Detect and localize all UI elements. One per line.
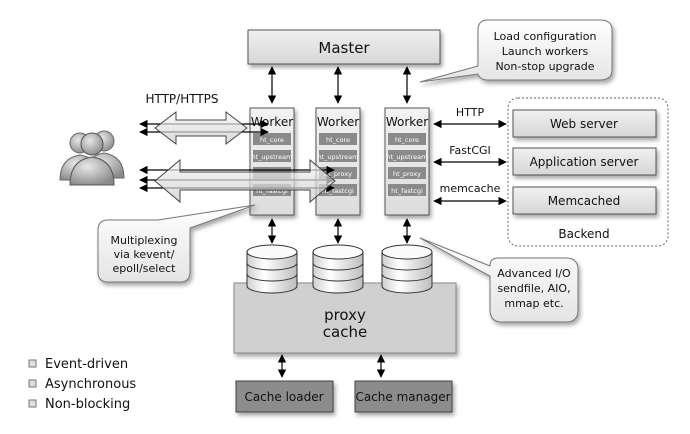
worker-2-module-proxy-label: ht_proxy [324,170,352,178]
worker-3-module-upstream [388,150,426,162]
worker-3: Worker ht_core ht_upstream ht_proxy ht_f… [384,107,430,216]
application-server-label: Application server [530,155,639,169]
advanced-io-callout-line-2: sendfile, AIO, [497,282,570,295]
cache-manager-label: Cache manager [355,390,450,404]
multiplexing-callout: Multiplexing via kevent/ epoll/select [97,204,256,283]
legend-item-event-driven: Event-driven [45,357,128,372]
advanced-io-callout-line-3: mmap etc. [504,297,563,310]
advanced-io-callout-line-1: Advanced I/O [497,267,571,280]
worker-1-module-upstream [253,150,291,162]
worker-2-module-fastcgi-label: ht_fastcgi [322,187,354,195]
fastcgi-protocol-label: FastCGI [449,144,491,157]
legend-item-non-blocking: Non-blocking [45,397,130,412]
multiplexing-callout-line-1: Multiplexing [110,234,177,247]
worker-1-title: Worker [251,115,293,129]
legend-item-asynchronous: Asynchronous [45,377,136,392]
disk-1 [246,244,298,294]
disk-2 [312,244,364,294]
legend-bullet-3 [28,399,37,408]
worker-3-module-core-label: ht_core [395,136,419,144]
multiplexing-callout-line-3: epoll/select [113,262,177,275]
worker-3-module-upstream-label: ht_upstream [387,153,428,161]
legend: Event-driven Asynchronous Non-blocking [28,357,136,412]
worker-3-module-core [388,133,426,145]
worker-2-module-upstream-label: ht_upstream [318,153,359,161]
client-multiplex-arrows [154,110,336,204]
proxy-cache: proxy cache [233,282,457,354]
worker-1-module-upstream-label: ht_upstream [252,153,293,161]
worker-2-title: Worker [317,115,359,129]
worker-2-module-upstream [319,150,357,162]
worker-2: Worker ht_core ht_upstream ht_proxy ht_f… [315,107,361,216]
web-server-label: Web server [550,117,618,131]
disk-3 [381,244,433,294]
cache-manager-box: Cache manager [354,380,453,413]
master-callout-line-1: Load configuration [494,30,597,43]
backend-protocol-arrows [433,119,507,206]
proxy-cache-label-2: cache [323,323,367,341]
worker-3-module-proxy-label: ht_proxy [393,170,421,178]
memcached-box [512,186,657,215]
worker-3-module-fastcgi-label: ht_fastcgi [391,187,423,195]
worker-2-module-core-label: ht_core [326,136,350,144]
worker-3-module-proxy [388,167,426,179]
application-server-box [512,147,657,176]
proxy-cache-label-1: proxy [324,306,366,324]
memcached-label: Memcached [548,194,621,208]
master-callout-line-2: Launch workers [502,45,589,58]
worker-disk-arrows [267,218,412,244]
master-callout: Load configuration Launch workers Non-st… [419,19,613,83]
master-box: Master [247,29,441,65]
legend-bullet-2 [28,379,37,388]
backend-title: Backend [558,227,609,241]
legend-bullet-1 [28,359,37,368]
memcache-protocol-label: memcache [440,182,501,195]
worker-3-title: Worker [386,115,428,129]
client-protocol-label: HTTP/HTTPS [145,92,218,106]
master-label: Master [318,39,370,57]
cache-loader-box: Cache loader [235,380,334,413]
users-icon [59,130,125,186]
worker-1-module-core-label: ht_core [260,136,284,144]
advanced-io-callout: Advanced I/O sendfile, AIO, mmap etc. [419,237,579,323]
worker-2-module-core [319,133,357,145]
cache-loader-label: Cache loader [244,390,323,404]
worker-3-module-fastcgi [388,184,426,196]
master-callout-line-3: Non-stop upgrade [495,60,594,73]
http-protocol-label: HTTP [456,106,485,119]
web-server-box [512,109,657,138]
multiplexing-callout-line-2: via kevent/ [114,248,175,261]
backend-group: Web server Application server Memcached … [507,97,669,247]
cache-process-arrows [277,354,386,378]
master-worker-arrows [267,66,412,104]
